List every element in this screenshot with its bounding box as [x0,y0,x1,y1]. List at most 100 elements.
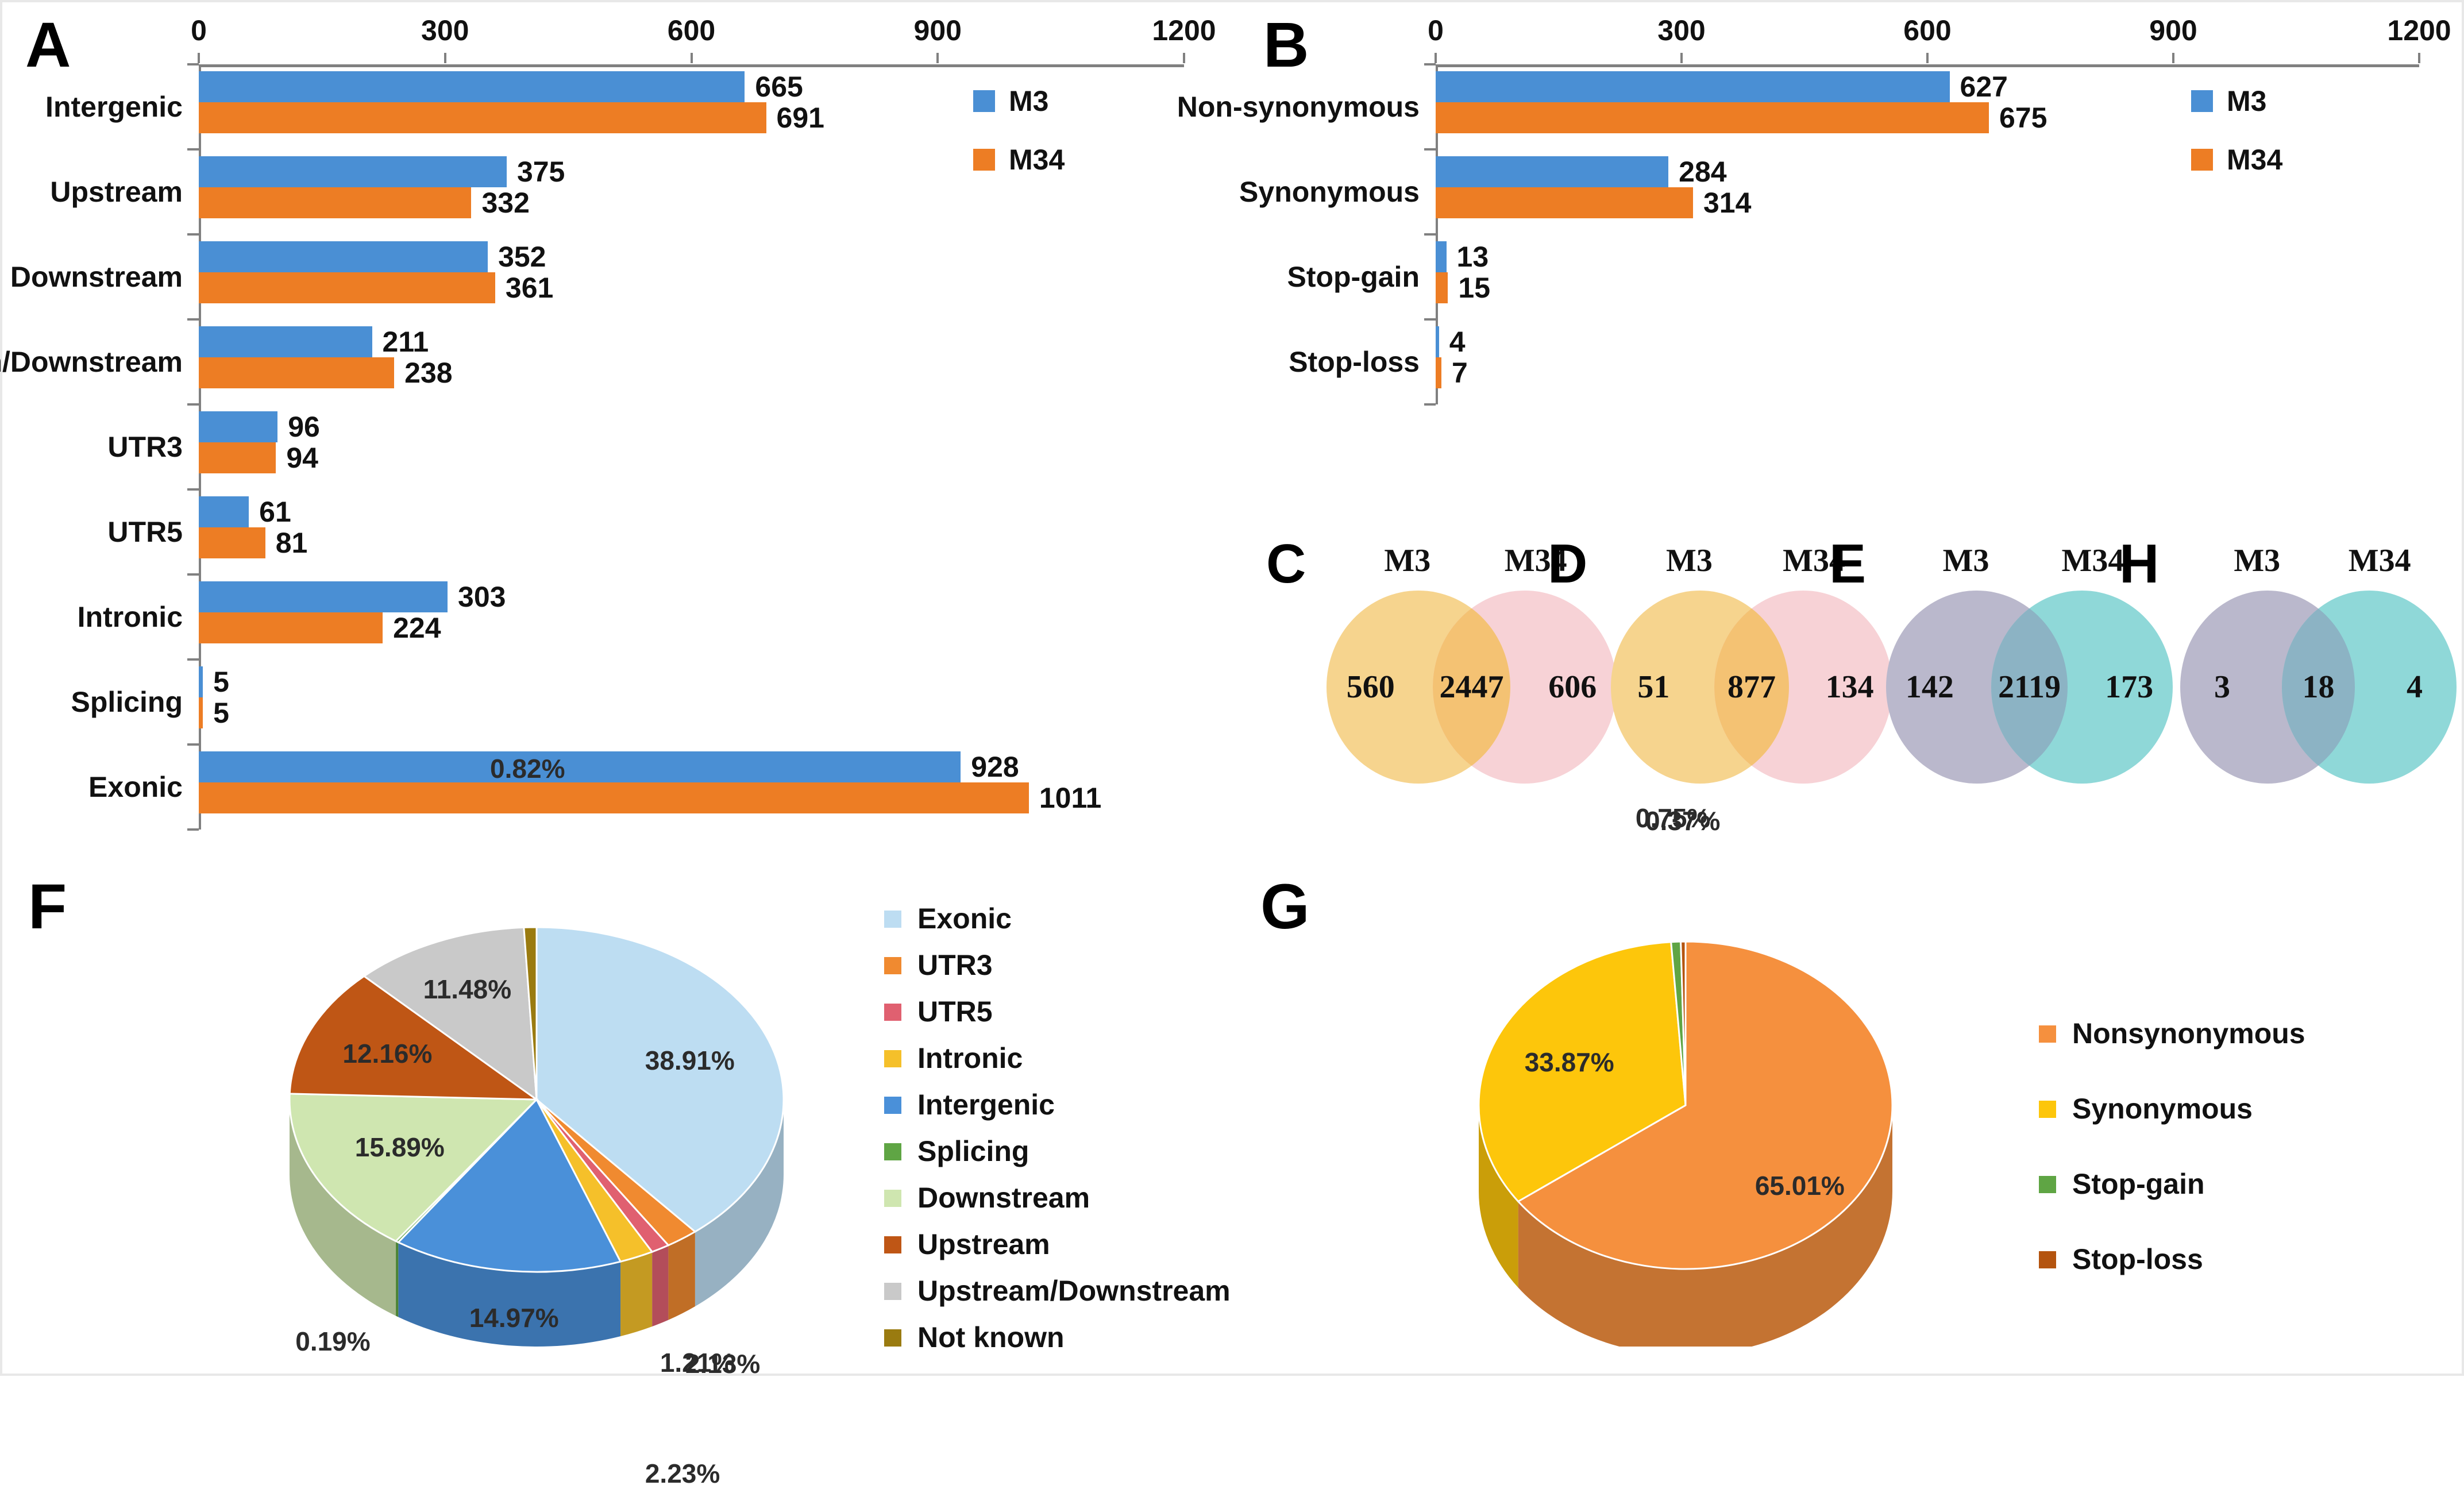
pie-slice-side [668,1232,695,1320]
legend-item-intergenic[interactable]: Intergenic [884,1082,1275,1128]
legend-swatch [2039,1175,2056,1193]
bar-m3-stop-gain [1436,241,1447,272]
legend-label: UTR3 [917,948,993,981]
y-axis-tick [187,148,199,151]
pie-slice-stop-loss[interactable] [1680,940,1687,1106]
pie-slice-exonic[interactable] [535,926,785,1233]
legend-item-upstream[interactable]: Upstream [884,1221,1275,1268]
bar-m3-stop-loss [1436,326,1439,357]
bar-m34-splicing [199,697,203,728]
bar-m34-exonic [199,782,1029,813]
x-axis-line [1436,64,2419,67]
y-axis-category-label: Stop-loss [1289,346,1420,378]
legend-swatch [884,910,901,928]
pie-slice-intergenic[interactable] [396,1098,622,1273]
bar-value-label: 627 [1960,71,2008,103]
bar-m3-splicing [199,666,203,697]
pie-shapes [1478,940,1894,1347]
venn-overlap-region [2282,591,2355,784]
x-axis-tick-label: 900 [913,14,962,47]
venn-count-intersection: 877 [1728,669,1776,705]
legend-item-upstream-downstream[interactable]: Upstream/Downstream [884,1268,1275,1314]
x-axis-tick-label: 300 [421,14,469,47]
pie-value-label: 14.97% [469,1303,559,1333]
pie-slice-not-known[interactable] [523,926,538,1100]
x-axis-tick-label: 1200 [1152,14,1216,47]
panel-letter-c: C [1266,533,1306,595]
legend-swatch [884,1189,901,1207]
legend-item-stop-loss[interactable]: Stop-loss [2039,1222,2464,1297]
pie-slice-synonymous[interactable] [1478,941,1687,1203]
bar-value-label: 5 [213,666,229,698]
x-axis-tick-label: 0 [1428,14,1444,47]
y-axis-tick [187,573,199,576]
bar-m34-intronic [199,612,383,643]
legend-swatch-m34 [2191,149,2213,171]
legend-item-downstream[interactable]: Downstream [884,1175,1275,1221]
bar-value-label: 352 [498,241,546,273]
venn-set-label-left: M3 [2234,543,2281,578]
panel-letter-h: H [2119,533,2160,595]
bar-m3-intronic [199,581,448,612]
legend-item-stop-gain[interactable]: Stop-gain [2039,1147,2464,1222]
venn-overlap-region [1714,591,1789,784]
legend-item-intronic[interactable]: Intronic [884,1035,1275,1082]
legend-label: Not known [917,1321,1065,1353]
y-axis-category-label: Splicing [71,686,183,718]
bar-value-label: 7 [1451,357,1468,389]
pie-slice-upstream-downstream[interactable] [363,926,538,1102]
venn-count-left-only: 51 [1637,669,1670,705]
legend-swatch-m3 [973,90,995,112]
legend-swatch [884,1050,901,1067]
pie-slice-nonsynonymous[interactable] [1517,940,1894,1270]
pie-slice-downstream[interactable] [288,1093,539,1243]
y-axis-category-label: Intergenic [45,91,183,123]
bar-m3-intergenic [199,71,745,102]
legend-item-nonsynonymous[interactable]: Nonsynonymous [2039,996,2464,1071]
legend-swatch [2039,1025,2056,1043]
venn-count-intersection: 18 [2302,669,2335,705]
bar-value-label: 94 [286,442,318,474]
legend-swatch [884,1282,901,1300]
pie-slice-upstream[interactable] [288,975,539,1101]
legend-item-not-known[interactable]: Not known [884,1314,1275,1361]
y-axis-tick [187,743,199,746]
y-axis-tick [1424,63,1436,65]
bar-m3-downstream [199,241,488,272]
y-axis-category-label: Synonymous [1239,176,1420,208]
bar-value-label: 96 [288,411,320,443]
venn-count-intersection: 2447 [1439,669,1504,705]
pie-slice-side [396,1241,399,1317]
legend-item-synonymous[interactable]: Synonymous [2039,1071,2464,1147]
x-axis-tick [2172,53,2174,63]
bar-value-label: 665 [755,71,803,103]
x-axis-tick [1926,53,1929,63]
y-axis-tick [187,403,199,406]
y-axis-category-label: UTR5 [107,516,183,548]
legend-item-utr3[interactable]: UTR3 [884,942,1275,989]
y-axis-category-label: Intronic [77,601,183,633]
pie-value-label: 1.21% [660,1347,735,1378]
legend-item-splicing[interactable]: Splicing [884,1128,1275,1175]
legend-item-exonic[interactable]: Exonic [884,896,1275,942]
venn-count-intersection: 2119 [1998,669,2061,705]
legend-label-m34: M34 [1009,144,1065,176]
bar-m3-upstream [199,156,507,187]
pie-slice-side [1479,1105,1518,1288]
panel-f-pie-chart: 38.91%2.13%1.21%2.23%14.97%0.19%15.89%12… [192,754,881,1488]
x-axis-tick-label: 1200 [2387,14,2451,47]
legend-label-m3: M3 [2227,85,2267,117]
legend-label: UTR5 [917,995,993,1028]
x-axis-tick [2418,53,2420,63]
y-axis-tick [187,63,199,65]
pie-slice-side [398,1242,621,1347]
bar-value-label: 211 [382,326,429,358]
bar-value-label: 81 [275,527,308,559]
bar-value-label: 361 [505,272,554,304]
legend-item-utr5[interactable]: UTR5 [884,989,1275,1035]
pie-value-label: 2.13% [685,1349,761,1379]
legend-swatch [884,1329,901,1347]
